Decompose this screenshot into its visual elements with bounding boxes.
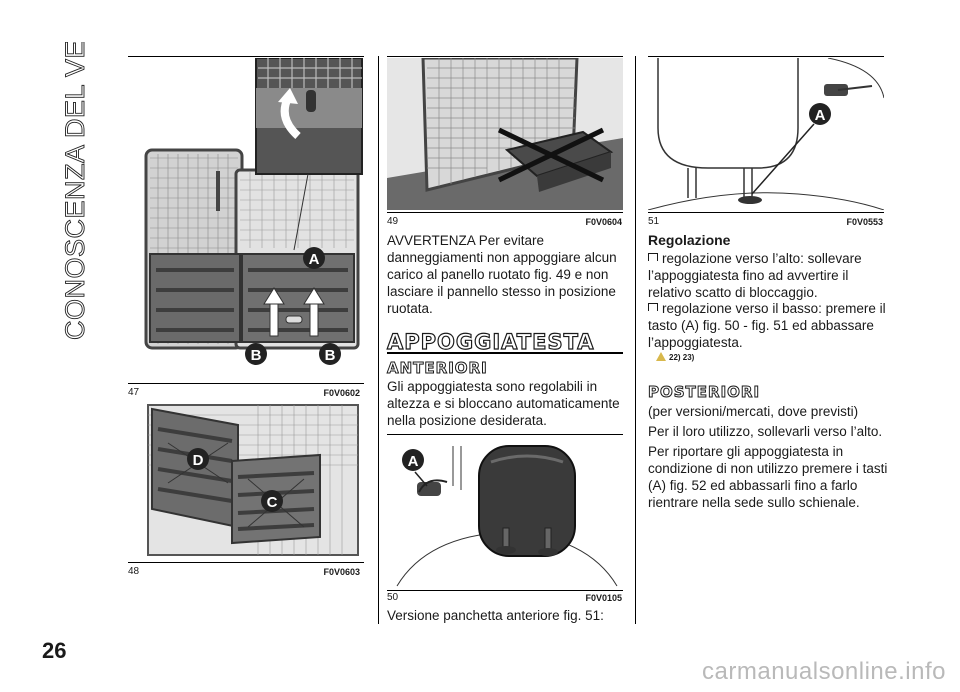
figure-48-label-c: C [267,494,278,511]
subheading-posteriori: POSTERIORI [647,383,761,402]
figure-47-label-a: A [309,251,320,268]
figure-caption-rule [648,212,884,213]
figure-51-label-a: A [815,107,826,124]
version-note: Versione panchetta anteriore fig. 51: [387,608,604,623]
figure-49-code: F0V0604 [585,217,622,227]
warning-triangle-icon [656,352,666,361]
figure-50-image: A [387,436,623,588]
figure-caption-rule [128,383,364,384]
usage-paragraph: Per il loro utilizzo, sollevarli verso l… [648,424,883,439]
figure-top-rule [387,434,623,435]
regolazione-heading: Regolazione [648,232,731,248]
stow-paragraph: Per riportare gli appoggiatesta in condi… [648,444,888,510]
figure-51-image: A [648,58,884,210]
subheading-anteriori: ANTERIORI [387,359,488,378]
column-divider [378,56,379,624]
figure-51-number: 51 [648,216,660,227]
figure-top-rule [387,56,623,57]
watermark: carmanualsonline.info [702,658,946,685]
bullet-marker [648,303,658,311]
figure-50-label-a: A [408,453,419,470]
page-number: 26 [42,638,67,663]
figure-caption-rule [128,562,364,563]
warning-paragraph: AVVERTENZA Per evitare danneggiamenti no… [387,233,617,316]
heading-rule [387,352,623,354]
bullet-marker [648,253,658,261]
column-divider [635,56,636,624]
sidebar-title-text: CONOSCENZA DEL VEICOLO [60,42,90,340]
warning-reference-numbers: 22) 23) [669,353,695,362]
figure-top-rule [648,56,884,57]
figure-47-code: F0V0602 [323,388,360,398]
figure-48-label-d: D [193,452,204,469]
bullet-up: regolazione verso l’alto: sollevare l’ap… [648,250,888,301]
figure-caption-rule [387,212,623,213]
intro-paragraph: Gli appoggiatesta sono regolabili in alt… [387,379,620,428]
figure-50-code: F0V0105 [585,593,622,603]
figure-50-number: 50 [387,592,399,603]
figure-47-label-b: B [325,347,336,364]
warning-references: 22) 23) [656,352,694,362]
figure-caption-rule [387,590,623,591]
figure-48-image: D C [128,403,364,559]
figure-49-number: 49 [387,216,399,227]
figure-49-image [387,58,623,210]
section-heading: APPOGGIATESTA [386,329,595,354]
figure-48-code: F0V0603 [323,567,360,577]
availability-note: (per versioni/mercati, dove previsti) [648,404,859,419]
figure-47-number: 47 [128,387,140,398]
bullet-up-text: regolazione verso l’alto: sollevare l’ap… [648,251,862,300]
figure-47-image: A B B [128,58,364,382]
figure-top-rule [128,56,364,57]
figure-48-number: 48 [128,566,140,577]
figure-47-label-b: B [251,347,262,364]
figure-51-code: F0V0553 [846,217,883,227]
bullet-down: regolazione verso il basso: premere il t… [648,300,888,351]
sidebar-section-title: CONOSCENZA DEL VEICOLO [50,0,94,342]
bullet-down-text: regolazione verso il basso: premere il t… [648,301,886,350]
